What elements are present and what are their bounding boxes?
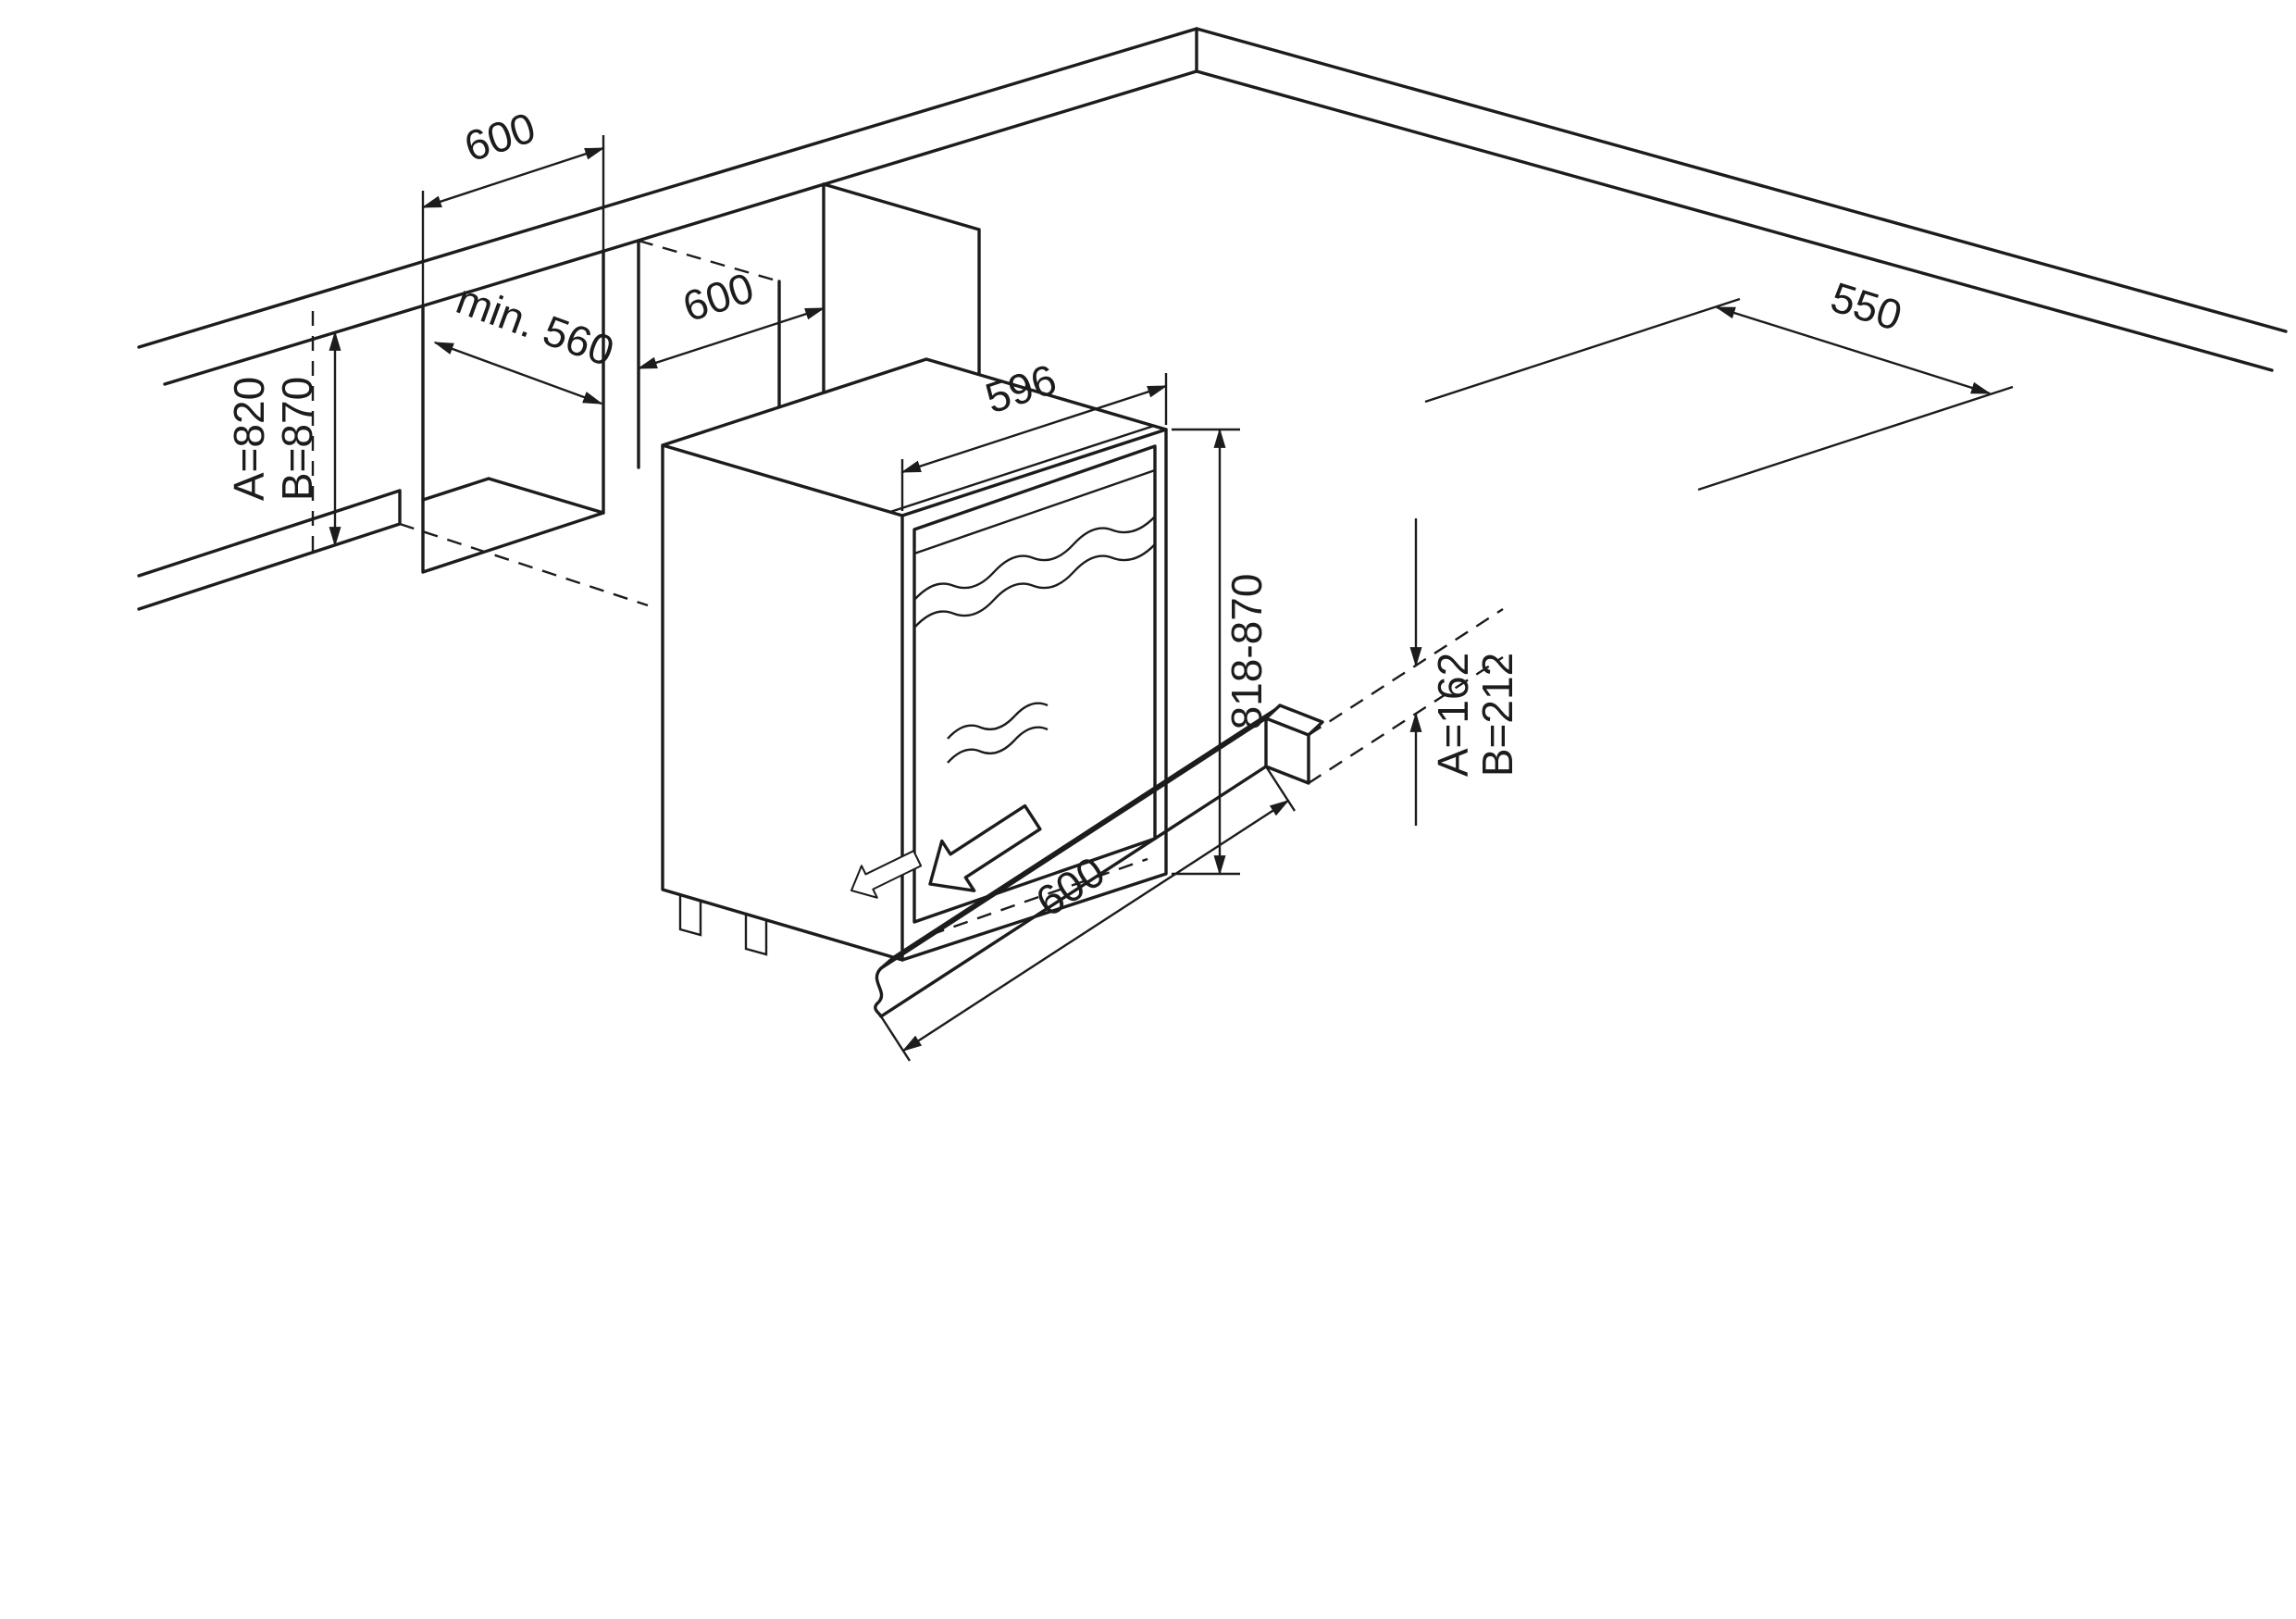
dim-worktop-depth: 550 — [1424, 272, 2014, 492]
plinth-end-cap — [1264, 704, 1324, 785]
label-under-worktop-height-b: B=870 — [273, 377, 321, 501]
door-break-wave-2 — [913, 543, 1156, 629]
dim-extension-lines — [879, 766, 1297, 1062]
dim-line — [433, 341, 603, 405]
dim-niche-width-left: 600 — [421, 103, 605, 305]
dim-line — [900, 384, 1168, 474]
plinth-level-dashed-lines — [1308, 607, 1504, 785]
label-niche-width: 600 — [677, 263, 760, 330]
floor-hidden-line-dashed — [399, 522, 649, 607]
label-plinth-height-b: B=212 — [1473, 653, 1521, 777]
niche-left — [421, 249, 605, 574]
dim-line — [1715, 305, 1992, 395]
worktop-front-edge-left — [137, 27, 1198, 386]
dim-line — [901, 799, 1290, 1052]
niche-left-floor — [421, 477, 605, 515]
dim-appliance-height: 818-870 — [1172, 428, 1271, 876]
door-top-edge-inner — [913, 468, 1156, 555]
label-niche-depth-min: min. 560 — [451, 274, 621, 375]
dim-line — [421, 146, 605, 209]
plinth-direction-arrows — [850, 803, 1042, 899]
niche-side-panel-right — [822, 182, 981, 377]
appliance-feet — [678, 896, 768, 956]
worktop — [137, 27, 2288, 386]
worktop-front-edge-right — [1195, 27, 2288, 372]
dim-extension-lines — [1424, 297, 2014, 492]
door-break-wave-1 — [913, 516, 1156, 601]
label-under-worktop-height-a: A=820 — [225, 377, 273, 501]
dim-line — [637, 306, 825, 370]
label-appliance-height: 818-870 — [1222, 574, 1271, 730]
plinth-insert-arrow-large — [928, 803, 1042, 892]
door-break-wave-4 — [947, 726, 1049, 764]
wall-base-lines — [137, 489, 402, 611]
wall-base — [137, 489, 649, 611]
door-break-wave-3 — [947, 702, 1049, 740]
plinth-insert-arrow-small — [850, 850, 923, 899]
dim-niche-depth: min. 560 — [433, 274, 621, 405]
dim-under-worktop-height: A=820 B=870 — [225, 311, 341, 559]
dim-niche-width: 600 — [637, 263, 825, 370]
dim-plinth-height: A=162 B=212 — [1409, 518, 1521, 826]
appliance-door — [912, 444, 1157, 924]
label-niche-width-left: 600 — [458, 103, 540, 170]
label-worktop-depth: 550 — [1825, 272, 1907, 340]
label-plinth-height-a: A=162 — [1429, 653, 1477, 777]
niche-left-opening — [421, 249, 605, 574]
plinth-break-edge — [874, 966, 884, 1018]
